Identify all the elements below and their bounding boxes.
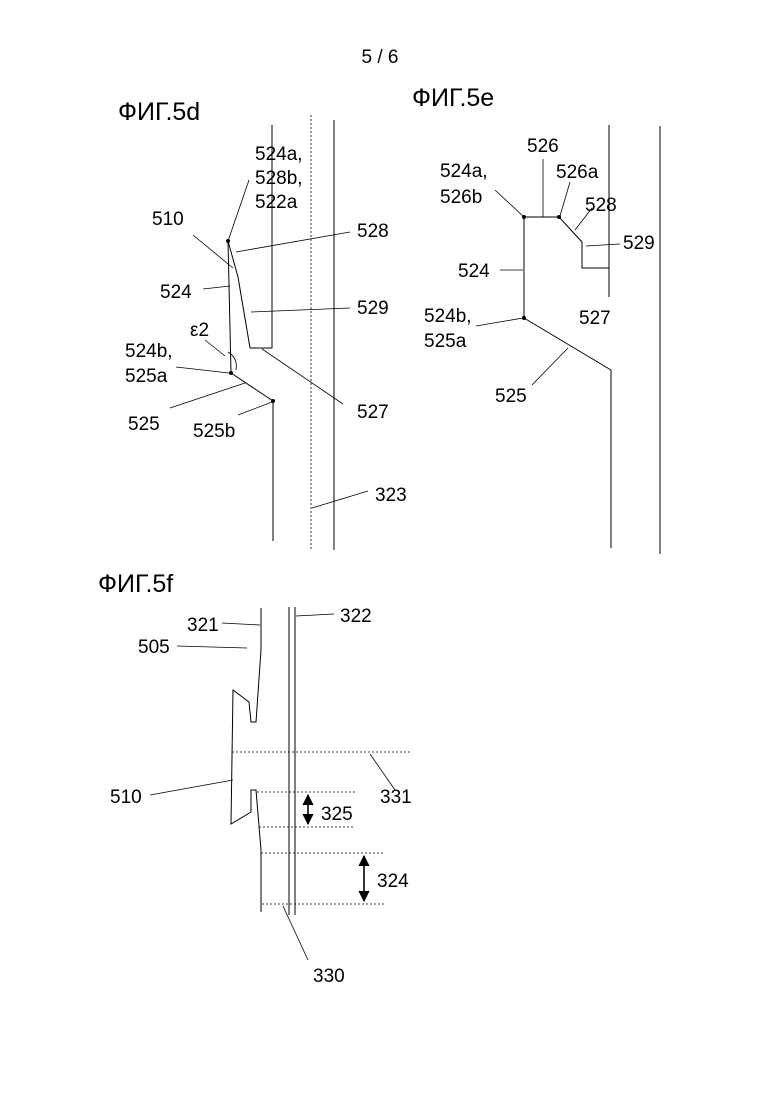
fig5d-label-528b: 528b, xyxy=(255,168,303,189)
fig5d-label-epsilon2: ε2 xyxy=(190,320,209,341)
figure-5f: ФИГ.5f 321 322 505 510 331 xyxy=(98,570,412,987)
figure-5d-title: ФИГ.5d xyxy=(118,98,200,126)
fig5f-label-322: 322 xyxy=(340,606,372,627)
fig5e-label-527: 527 xyxy=(579,308,611,329)
fig5e-label-524b: 524b, xyxy=(424,306,472,327)
fig5d-edge-inner xyxy=(238,277,250,348)
fig5d-label-522a: 522a xyxy=(255,192,298,213)
fig5f-label-325: 325 xyxy=(321,804,353,825)
fig5e-label-524: 524 xyxy=(458,261,490,282)
fig5e-label-525: 525 xyxy=(495,386,527,407)
fig5d-label-528: 528 xyxy=(357,221,389,242)
fig5e-label-525a: 525a xyxy=(424,331,467,352)
fig5f-leaders xyxy=(150,614,395,960)
fig5e-label-526: 526 xyxy=(527,136,559,157)
fig5f-geometry xyxy=(231,607,410,915)
fig5d-label-524b: 524b, xyxy=(125,341,173,362)
fig5f-label-330: 330 xyxy=(313,966,345,987)
fig5f-label-331: 331 xyxy=(380,787,412,808)
fig5d-label-525b: 525b xyxy=(193,421,235,442)
fig5d-label-525: 525 xyxy=(128,414,160,435)
fig5d-edge-525 xyxy=(231,373,273,401)
fig5e-label-526a: 526a xyxy=(556,162,599,183)
fig5f-label-505: 505 xyxy=(138,637,170,658)
fig5e-label-528: 528 xyxy=(585,195,617,216)
fig5f-label-324: 324 xyxy=(377,871,409,892)
figure-5f-title: ФИГ.5f xyxy=(98,570,173,598)
fig5d-leaders xyxy=(170,180,368,508)
fig5d-label-527: 527 xyxy=(357,402,389,423)
fig5f-label-321: 321 xyxy=(187,615,219,636)
fig5d-angle-arc xyxy=(228,352,236,370)
fig5f-labels: 321 322 505 510 331 325 324 330 xyxy=(110,606,412,987)
page-number: 5 / 6 xyxy=(362,47,399,68)
fig5d-label-524: 524 xyxy=(160,282,192,303)
fig5d-labels: 524a, 528b, 522a 510 528 524 529 ε2 524b… xyxy=(125,144,407,506)
fig5f-member-321 xyxy=(231,608,261,912)
fig5e-label-526b: 526b xyxy=(440,187,482,208)
fig5d-label-529: 529 xyxy=(357,298,389,319)
fig5e-label-524a: 524a, xyxy=(440,161,488,182)
fig5d-label-323: 323 xyxy=(375,485,407,506)
figure-5e-title: ФИГ.5e xyxy=(412,84,494,112)
fig5d-point-524b xyxy=(229,371,233,375)
fig5f-label-510: 510 xyxy=(110,787,142,808)
fig5d-label-524a: 524a, xyxy=(255,144,303,165)
figure-5e: ФИГ.5e 526 524a, 526b 526a 528 xyxy=(412,84,660,554)
fig5e-leaders xyxy=(476,159,620,385)
fig5e-label-529: 529 xyxy=(623,233,655,254)
fig5e-lower-profile xyxy=(524,318,611,548)
fig5d-label-525a: 525a xyxy=(125,366,168,387)
fig5d-edge-upper xyxy=(228,241,238,277)
figure-5d: ФИГ.5d xyxy=(118,98,407,550)
fig5e-labels: 526 524a, 526b 526a 528 529 524 524b, 52… xyxy=(424,136,655,407)
fig5d-label-510: 510 xyxy=(152,209,184,230)
